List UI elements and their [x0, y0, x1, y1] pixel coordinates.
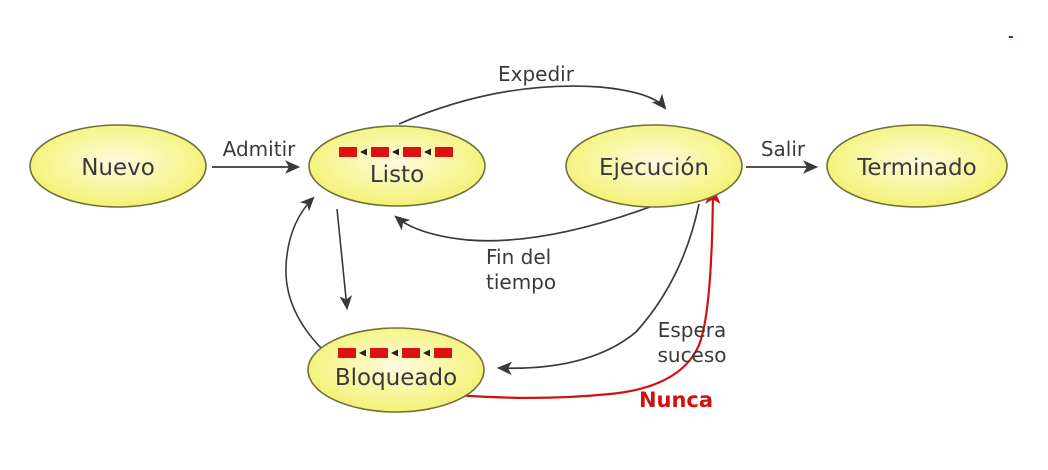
- transition-fin-del-tiempo-label: Fin del tiempo: [486, 245, 556, 294]
- transition-listo-to-bloqueado-arrow: [336, 208, 353, 311]
- espera-suceso-line2: suceso: [657, 343, 726, 367]
- transition-salir-label: Salir: [761, 137, 806, 161]
- transition-admitir-label: Admitir: [223, 137, 296, 161]
- state-nuevo-ellipse: [29, 124, 207, 208]
- transition-nunca-label: Nunca: [639, 388, 713, 412]
- transition-expedir-label: Expedir: [498, 62, 575, 86]
- state-terminado-label: Terminado: [856, 155, 976, 181]
- transition-bloqueado-to-listo-arrow: [285, 196, 323, 350]
- fin-del-tiempo-line2: tiempo: [486, 270, 556, 294]
- state-listo-label: Listo: [370, 162, 424, 188]
- state-nuevo-label: Nuevo: [81, 155, 155, 181]
- transition-nunca-arrow: [411, 186, 721, 399]
- transition-espera-suceso-arrow: [496, 203, 700, 376]
- fin-del-tiempo-line1: Fin del: [486, 245, 551, 269]
- state-bloqueado-label: Bloqueado: [335, 365, 457, 391]
- state-listo-ellipse: [308, 125, 486, 207]
- state-ejecucion-ellipse: [565, 124, 743, 208]
- state-terminado-ellipse: [826, 124, 1008, 208]
- queue-icon-listo: [339, 147, 453, 157]
- state-ejecucion-label: Ejecución: [599, 155, 709, 181]
- espera-suceso-line1: Espera: [658, 318, 727, 342]
- queue-icon-bloqueado: [338, 348, 452, 358]
- transition-expedir-arrow: [398, 85, 667, 125]
- stray-red-dash: -: [1008, 29, 1014, 45]
- transition-espera-suceso-label: Espera suceso: [657, 318, 726, 367]
- transition-fin-del-tiempo-arrow: [394, 203, 659, 242]
